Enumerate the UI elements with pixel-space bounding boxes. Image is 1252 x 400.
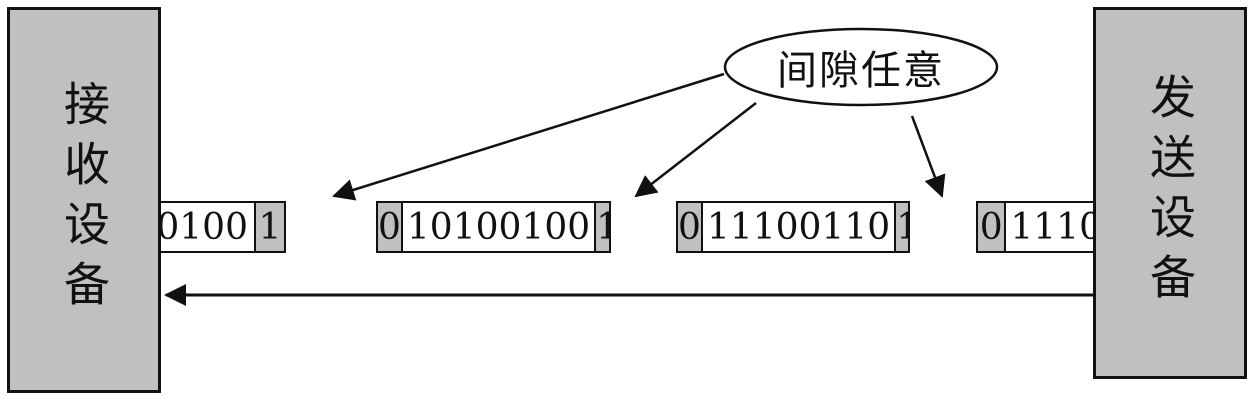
frame-3: 0 11100110 1 — [676, 201, 910, 253]
receiver-device-label: 接收设备 — [57, 80, 111, 320]
frame-1-stop-bit: 1 — [254, 203, 284, 251]
frame-1: 00100 1 — [150, 201, 286, 253]
sender-device-label: 发送设备 — [1143, 73, 1197, 313]
receiver-device: 接收设备 — [7, 7, 161, 393]
gap-pointer-arrow-2 — [634, 102, 757, 198]
gap-pointer-arrow-1 — [332, 72, 725, 201]
frame-3-data-bits: 11100110 — [702, 203, 895, 251]
frame-3-stop-bit: 1 — [894, 203, 908, 251]
frame-3-start-bit: 0 — [678, 203, 703, 251]
frame-4-data-bits: 1110 — [1006, 203, 1106, 251]
sender-device: 发送设备 — [1093, 7, 1247, 379]
frame-1-data-bits: 00100 — [150, 203, 254, 251]
gap-callout-ellipse — [723, 27, 999, 107]
frame-2-start-bit: 0 — [378, 203, 403, 251]
gap-callout: 间隙任意 — [724, 28, 998, 106]
gap-pointer-arrow-3 — [910, 115, 946, 198]
frame-2-data-bits: 10100100 — [402, 203, 595, 251]
frame-2: 0 10100100 1 — [376, 201, 611, 253]
gap-callout-label: 间隙任意 — [777, 48, 945, 94]
frame-2-stop-bit: 1 — [594, 203, 609, 251]
frame-4-start-bit: 0 — [978, 203, 1007, 251]
frame-4: 0 1110 — [976, 201, 1106, 253]
